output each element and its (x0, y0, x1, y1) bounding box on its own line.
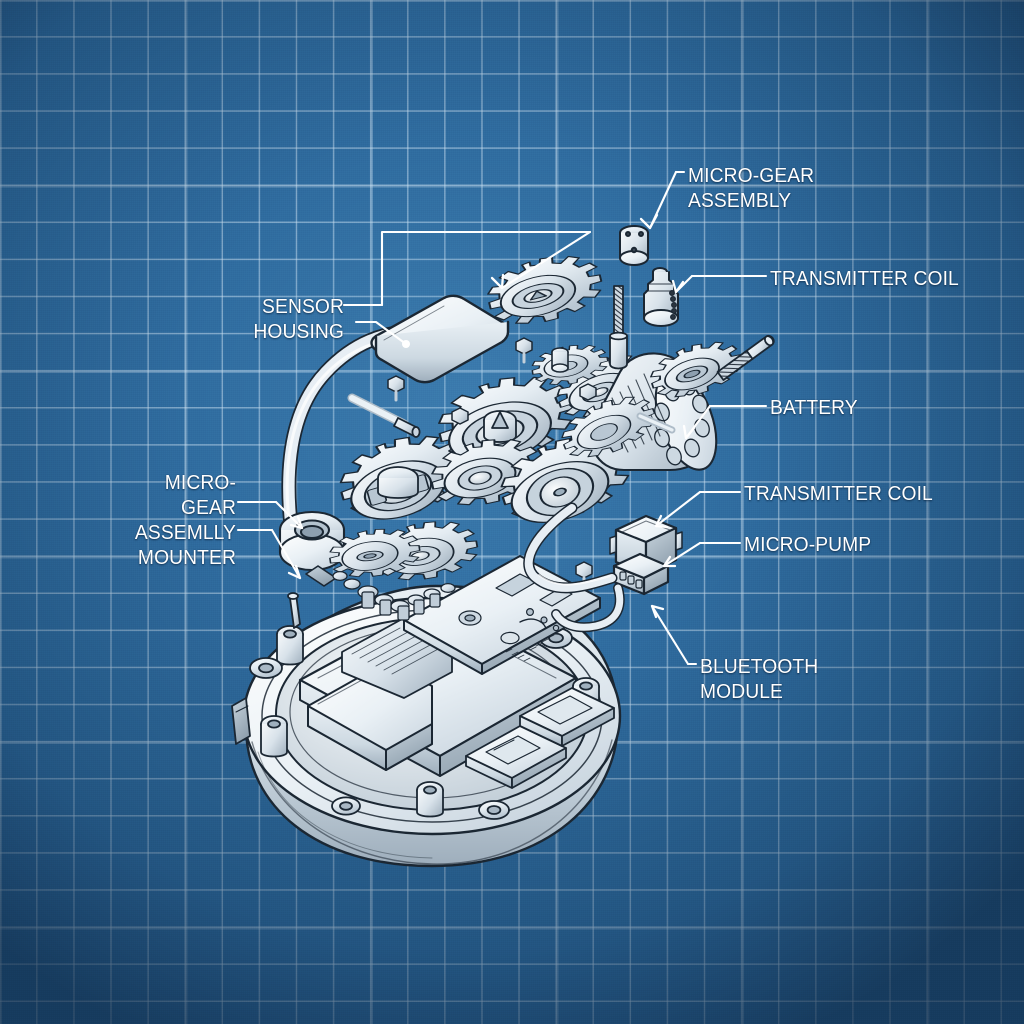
sensor-housing-part (370, 294, 510, 384)
fastener-bits (387, 337, 597, 588)
module-cable (523, 502, 625, 633)
callout-label-battery: BATTERY (770, 396, 858, 419)
bobbin-part (551, 347, 569, 373)
leader-transmitter-coil-lower (654, 490, 742, 529)
callout-leaders (236, 170, 768, 666)
callout-label-micro-gear-assembly: MICRO-GEAR ASSEMBLY (688, 164, 815, 212)
transmitter-coil-capsule (643, 267, 679, 327)
module-box-right (609, 514, 683, 596)
callout-label-transmitter-coil-upper: TRANSMITTER COIL (770, 267, 959, 290)
callout-label-transmitter-coil-lower: TRANSMITTER COIL (744, 482, 933, 505)
leader-battery (682, 404, 768, 440)
leader-micro-pump (662, 541, 742, 568)
gear-large-center-hub (483, 410, 517, 443)
tube-segment-part (347, 393, 421, 438)
callout-label-micro-gear-assembly-mounter: MICRO-GEAR ASSEMLLY MOUNTER (134, 471, 236, 569)
gear-tiny-oval (329, 528, 421, 578)
ring-gear-detached (650, 341, 743, 398)
flat-modules (465, 687, 615, 789)
leader-mounter-lower (236, 528, 302, 580)
gear-isolated-upper (487, 255, 603, 324)
callout-label-bluetooth-module: BLUETOOTH MODULE (700, 655, 819, 703)
leader-transmitter-coil-upper (671, 274, 768, 294)
callout-label-micro-pump: MICRO-PUMP (744, 533, 872, 556)
leader-micro-gear-assembly (639, 170, 686, 230)
pcb-board (403, 555, 601, 675)
cylinder-can-part (619, 225, 649, 266)
leader-sensor-housing-slab (342, 303, 410, 348)
threaded-pin-vertical (609, 285, 628, 370)
leader-mounter-upper (236, 500, 304, 530)
threaded-pin-diagonal (716, 334, 775, 381)
gear-large-left-hub (377, 466, 419, 499)
pinion-cluster (332, 570, 456, 621)
callout-label-sensor-housing: SENSOR HOUSING (253, 295, 344, 343)
leader-bluetooth-module (650, 604, 698, 666)
antenna-stub (287, 592, 301, 629)
